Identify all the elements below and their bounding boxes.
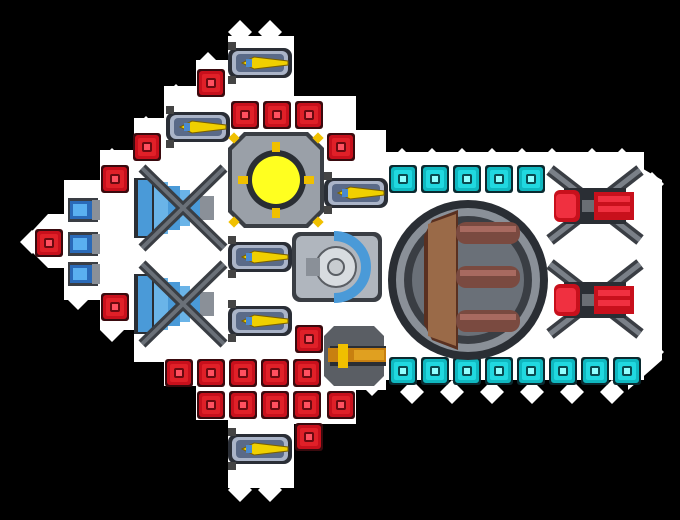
red-block[interactable]: [197, 359, 225, 387]
red-block[interactable]: [295, 423, 323, 451]
red-block[interactable]: [197, 391, 225, 419]
red-block[interactable]: [197, 69, 225, 97]
red-block[interactable]: [295, 101, 323, 129]
yellow-gun[interactable]: [227, 427, 293, 471]
red-block[interactable]: [231, 101, 259, 129]
red-block[interactable]: [327, 133, 355, 161]
cyan-block[interactable]: [389, 357, 417, 385]
shield-module[interactable]: [292, 231, 382, 303]
cyan-block[interactable]: [389, 165, 417, 193]
red-block[interactable]: [35, 229, 63, 257]
cyan-block[interactable]: [485, 165, 513, 193]
red-block[interactable]: [229, 359, 257, 387]
red-block[interactable]: [295, 325, 323, 353]
yellow-gun[interactable]: [227, 299, 293, 343]
red-block[interactable]: [101, 165, 129, 193]
cyan-block[interactable]: [421, 165, 449, 193]
cyan-block[interactable]: [453, 357, 481, 385]
yellow-gun[interactable]: [323, 171, 389, 215]
small-thruster[interactable]: [68, 232, 100, 256]
yellow-gun[interactable]: [165, 105, 231, 149]
red-block[interactable]: [229, 391, 257, 419]
gold-launcher[interactable]: [324, 326, 386, 386]
red-block[interactable]: [165, 359, 193, 387]
red-block[interactable]: [293, 391, 321, 419]
red-block[interactable]: [263, 101, 291, 129]
reactor[interactable]: [228, 132, 324, 228]
red-block[interactable]: [101, 293, 129, 321]
cyan-block[interactable]: [517, 165, 545, 193]
red-block[interactable]: [261, 359, 289, 387]
cyan-block[interactable]: [549, 357, 577, 385]
cyan-block[interactable]: [613, 357, 641, 385]
small-thruster[interactable]: [68, 198, 100, 222]
cyan-block[interactable]: [485, 357, 513, 385]
red-block[interactable]: [327, 391, 355, 419]
small-thruster[interactable]: [68, 262, 100, 286]
red-block[interactable]: [293, 359, 321, 387]
yellow-gun[interactable]: [227, 235, 293, 279]
cyan-block[interactable]: [581, 357, 609, 385]
small-thruster-group: [68, 198, 100, 286]
turret-cannon[interactable]: [388, 200, 548, 360]
cyan-block[interactable]: [453, 165, 481, 193]
cyan-block[interactable]: [421, 357, 449, 385]
red-block[interactable]: [133, 133, 161, 161]
yellow-gun[interactable]: [227, 41, 293, 85]
red-block[interactable]: [261, 391, 289, 419]
cyan-block[interactable]: [517, 357, 545, 385]
